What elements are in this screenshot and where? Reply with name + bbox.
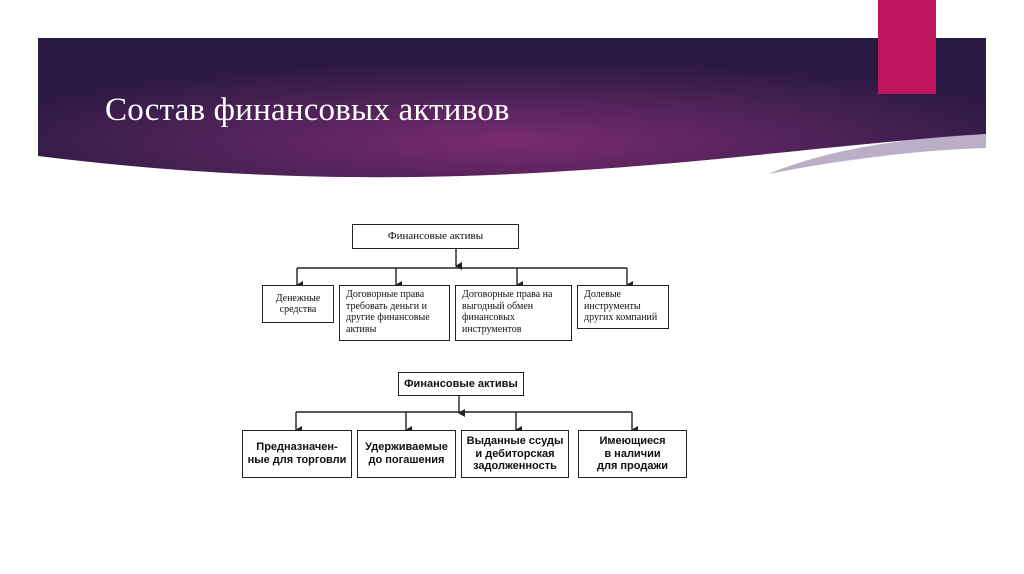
banner-background [38,38,986,178]
bottom-node-trading: Предназначен- ные для торговли [242,430,352,478]
bottom-node-held-to-maturity: Удерживаемые до погашения [357,430,456,478]
bottom-root-node: Финансовые активы [398,372,524,396]
top-root-node: Финансовые активы [352,224,519,249]
top-node-exchange-rights: Договорные права на выгодный обмен финан… [455,285,572,341]
accent-bar [878,0,936,94]
top-node-contract-rights: Договорные права требовать деньги и друг… [339,285,450,341]
bottom-node-loans-receivables: Выданные ссуды и дебиторская задолженнос… [461,430,569,478]
bottom-node-available-for-sale: Имеющиеся в наличии для продажи [578,430,687,478]
title-banner [38,38,986,190]
slide-title: Состав финансовых активов [105,92,510,128]
top-node-cash: Денежные средства [262,285,334,323]
top-node-equity: Долевые инструменты других компаний [577,285,669,329]
